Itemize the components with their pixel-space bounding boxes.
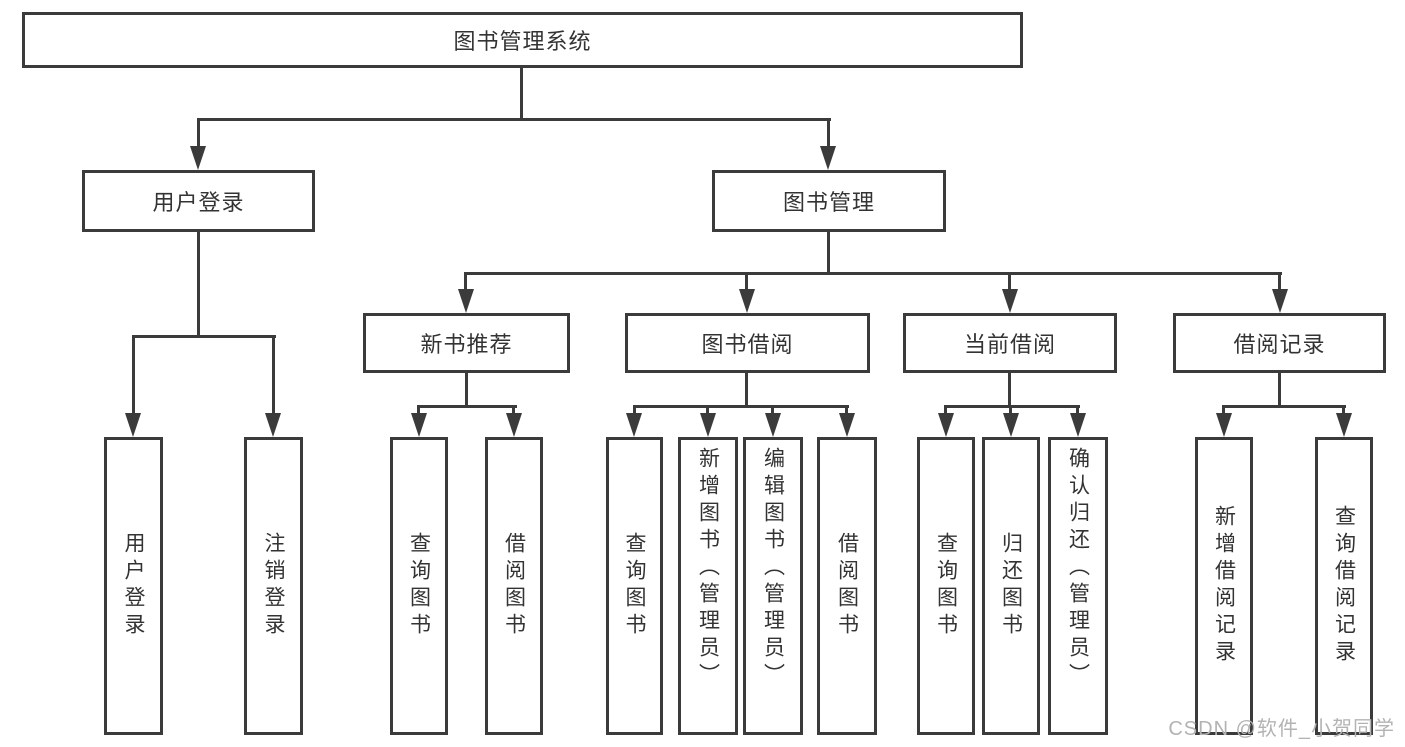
connector-hline — [1222, 405, 1346, 408]
leaf-return-books: 归还图书 — [982, 437, 1040, 735]
arrowhead-down-icon — [700, 413, 716, 437]
connector-vline — [1008, 272, 1011, 292]
connector-vline — [1008, 371, 1011, 408]
connector-vline — [827, 118, 830, 148]
node-current-borrowing: 当前借阅 — [903, 313, 1117, 373]
arrowhead-down-icon — [1336, 413, 1352, 437]
arrowhead-down-icon — [739, 289, 755, 313]
arrowhead-down-icon — [839, 413, 855, 437]
leaf-user-login: 用户登录 — [104, 437, 163, 735]
connector-vline — [1222, 405, 1225, 417]
leaf-query-books-borrowing: 查询图书 — [606, 437, 663, 735]
connector-vline — [1278, 371, 1281, 408]
connector-vline — [272, 335, 275, 415]
leaf-borrow-books-recommend: 借阅图书 — [485, 437, 543, 735]
csdn-watermark: CSDN @软件_小贺同学 — [1168, 718, 1395, 740]
connector-vline — [464, 272, 467, 292]
connector-vline — [1009, 405, 1012, 417]
arrowhead-down-icon — [125, 413, 141, 437]
node-borrowing-records: 借阅记录 — [1173, 313, 1386, 373]
leaf-borrow-books-borrowing: 借阅图书 — [817, 437, 877, 735]
leaf-query-books-recommend: 查询图书 — [390, 437, 448, 735]
connector-vline — [745, 371, 748, 408]
connector-vline — [1342, 405, 1345, 417]
arrowhead-down-icon — [820, 146, 836, 170]
connector-vline — [745, 272, 748, 292]
connector-hline — [944, 405, 1080, 408]
connector-vline — [417, 405, 420, 417]
connector-vline — [512, 405, 515, 417]
leaf-logout: 注销登录 — [244, 437, 303, 735]
arrowhead-down-icon — [265, 413, 281, 437]
connector-hline — [417, 405, 517, 408]
connector-vline — [633, 405, 636, 417]
leaf-edit-book-admin: 编辑图书（管理员） — [743, 437, 803, 735]
connector-vline — [520, 68, 523, 121]
arrowhead-down-icon — [765, 413, 781, 437]
arrowhead-down-icon — [938, 413, 954, 437]
leaf-query-books-current: 查询图书 — [917, 437, 975, 735]
leaf-add-borrow-record: 新增借阅记录 — [1195, 437, 1253, 735]
arrowhead-down-icon — [411, 413, 427, 437]
connector-vline — [465, 371, 468, 408]
leaf-query-borrow-record: 查询借阅记录 — [1315, 437, 1373, 735]
arrowhead-down-icon — [1003, 413, 1019, 437]
connector-hline — [197, 118, 831, 121]
connector-hline — [464, 272, 1282, 275]
connector-vline — [706, 405, 709, 417]
node-new-book-recommendation: 新书推荐 — [363, 313, 570, 373]
connector-vline — [132, 335, 135, 415]
connector-vline — [1278, 272, 1281, 292]
node-user-login: 用户登录 — [82, 170, 315, 232]
arrowhead-down-icon — [190, 146, 206, 170]
connector-vline — [197, 230, 200, 338]
connector-vline — [944, 405, 947, 417]
leaf-add-book-admin: 新增图书（管理员） — [678, 437, 738, 735]
leaf-confirm-return-admin: 确认归还（管理员） — [1048, 437, 1108, 735]
connector-vline — [827, 230, 830, 275]
connector-vline — [845, 405, 848, 417]
arrowhead-down-icon — [1272, 289, 1288, 313]
connector-hline — [132, 335, 276, 338]
node-book-management: 图书管理 — [712, 170, 946, 232]
node-root: 图书管理系统 — [22, 12, 1023, 68]
connector-hline — [633, 405, 849, 408]
arrowhead-down-icon — [506, 413, 522, 437]
node-book-borrowing: 图书借阅 — [625, 313, 870, 373]
arrowhead-down-icon — [458, 289, 474, 313]
arrowhead-down-icon — [1070, 413, 1086, 437]
arrowhead-down-icon — [626, 413, 642, 437]
connector-vline — [1076, 405, 1079, 417]
arrowhead-down-icon — [1002, 289, 1018, 313]
arrowhead-down-icon — [1216, 413, 1232, 437]
connector-vline — [197, 118, 200, 148]
connector-vline — [771, 405, 774, 417]
